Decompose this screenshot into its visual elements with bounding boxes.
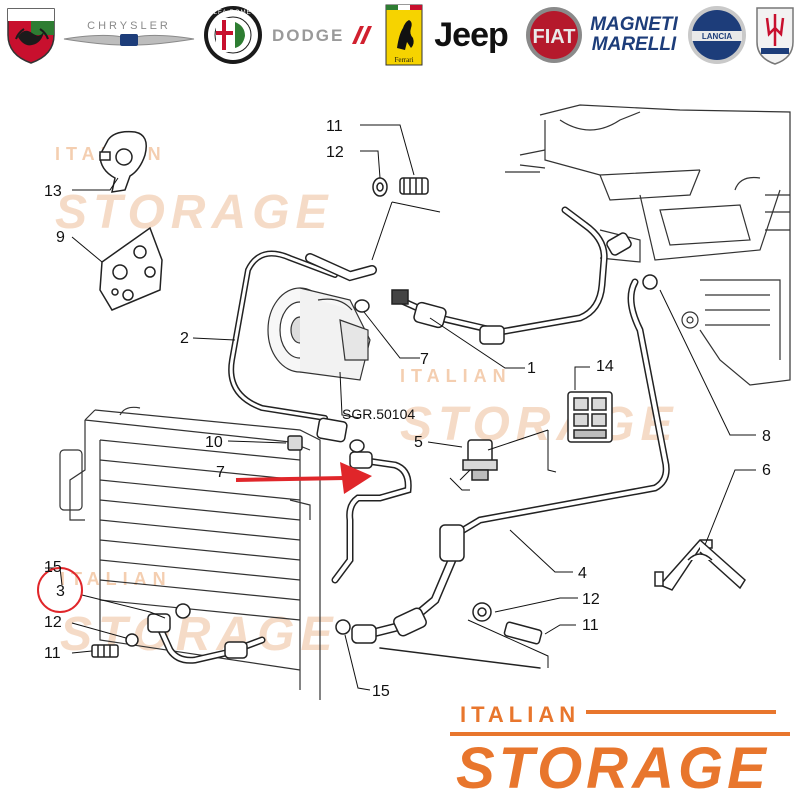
callout-12-right: 12 — [582, 591, 600, 608]
watermark-storage-top: STORAGE — [55, 186, 333, 239]
jeep-wordmark: Jeep — [434, 15, 508, 54]
callout-11-top: 11 — [326, 118, 343, 135]
connector-14-drawing — [567, 391, 613, 443]
pipe-condenser-link-drawing — [331, 451, 412, 584]
jeep-logo: Jeep — [428, 4, 514, 66]
red-arrow-indicator — [235, 462, 372, 494]
callout-11-left: 11 — [44, 645, 61, 662]
highlight-circle-callout-3 — [37, 567, 83, 613]
callout-6: 6 — [762, 462, 771, 479]
svg-text:DODGE: DODGE — [272, 26, 344, 45]
callout-10: 10 — [205, 434, 223, 451]
chrysler-wings-icon: CHRYSLER — [63, 20, 195, 46]
fiat-badge-icon: FIAT — [526, 7, 582, 63]
brand-logo-bar: CHRYSLER ALFA ROMEO DODGE — [0, 0, 800, 72]
callout-15-bottom: 15 — [372, 683, 390, 700]
footer-italian-text: ITALIAN — [460, 702, 580, 727]
magneti-marelli-logo: MAGNETI MARELLI — [590, 14, 678, 55]
fiat-wordmark: FIAT — [533, 26, 576, 48]
compressor-drawing — [267, 287, 371, 381]
dodge-wordmark-icon: DODGE — [272, 26, 372, 45]
callout-7-upper: 7 — [420, 351, 429, 368]
svg-text:Ferrari: Ferrari — [394, 56, 413, 64]
alfa-romeo-logo: ALFA ROMEO — [200, 4, 266, 66]
maserati-logo — [752, 4, 798, 66]
parts-diagram: ITALIAN STORAGE ITALIAN STORAGE ITALIAN … — [37, 104, 791, 700]
ferrari-logo: Ferrari — [384, 4, 424, 66]
callout-12-top: 12 — [326, 144, 344, 161]
pipe-4-drawing — [351, 278, 670, 669]
callout-8: 8 — [762, 428, 771, 445]
watermark-storage-mid: STORAGE — [400, 398, 678, 451]
bracket-6-drawing — [654, 539, 746, 591]
clip-13-drawing — [99, 130, 147, 193]
svg-text:ALFA ROMEO: ALFA ROMEO — [209, 10, 258, 16]
callout-9: 9 — [56, 229, 65, 246]
chrysler-logo: CHRYSLER — [62, 4, 196, 66]
condenser-drawing — [59, 406, 321, 700]
maserati-badge-icon — [756, 7, 794, 65]
callout-13: 13 — [44, 183, 62, 200]
italian-storage-footer-logo: ITALIAN STORAGE — [450, 700, 790, 801]
callout-15-left: 15 — [44, 559, 62, 576]
callout-14: 14 — [596, 358, 614, 375]
callout-7-lower: 7 — [216, 464, 225, 481]
lancia-logo: LANCIA — [684, 4, 750, 66]
svg-text:LANCIA: LANCIA — [702, 32, 732, 41]
pipe-2-drawing — [228, 250, 377, 443]
callout-3: 3 — [56, 583, 65, 600]
gasket-9-drawing — [99, 226, 163, 311]
lancia-badge-icon: LANCIA — [688, 6, 746, 64]
callout-12-left: 12 — [44, 614, 62, 631]
abarth-logo — [2, 4, 60, 66]
reference-sgr-label: SGR.50104 — [342, 406, 415, 422]
callout-labels: 11 12 13 9 2 7 1 14 5 8 10 7 6 4 15 3 12… — [44, 118, 771, 700]
pressure-switch-5-drawing — [462, 439, 498, 481]
fiat-logo: FIAT — [524, 4, 584, 66]
alfa-romeo-badge-icon: ALFA ROMEO — [204, 6, 262, 64]
callout-5: 5 — [414, 434, 423, 451]
callout-11-right: 11 — [582, 617, 599, 634]
callout-4: 4 — [578, 565, 587, 582]
leader-lines — [45, 124, 756, 691]
dodge-logo: DODGE — [270, 4, 374, 66]
callout-2: 2 — [180, 330, 189, 347]
italian-storage-logo-icon: ITALIAN STORAGE — [450, 702, 790, 801]
callout-1: 1 — [527, 360, 536, 377]
footer-storage-text: STORAGE — [456, 736, 770, 800]
chrysler-wordmark: CHRYSLER — [87, 20, 171, 32]
pipe-3-drawing — [147, 613, 266, 664]
abarth-shield-icon — [7, 8, 55, 64]
watermark-italian-mid: ITALIAN — [400, 366, 512, 386]
hvac-housing-drawing — [505, 104, 791, 386]
ferrari-shield-icon: Ferrari — [385, 4, 423, 66]
pipe-1-drawing — [391, 206, 632, 345]
